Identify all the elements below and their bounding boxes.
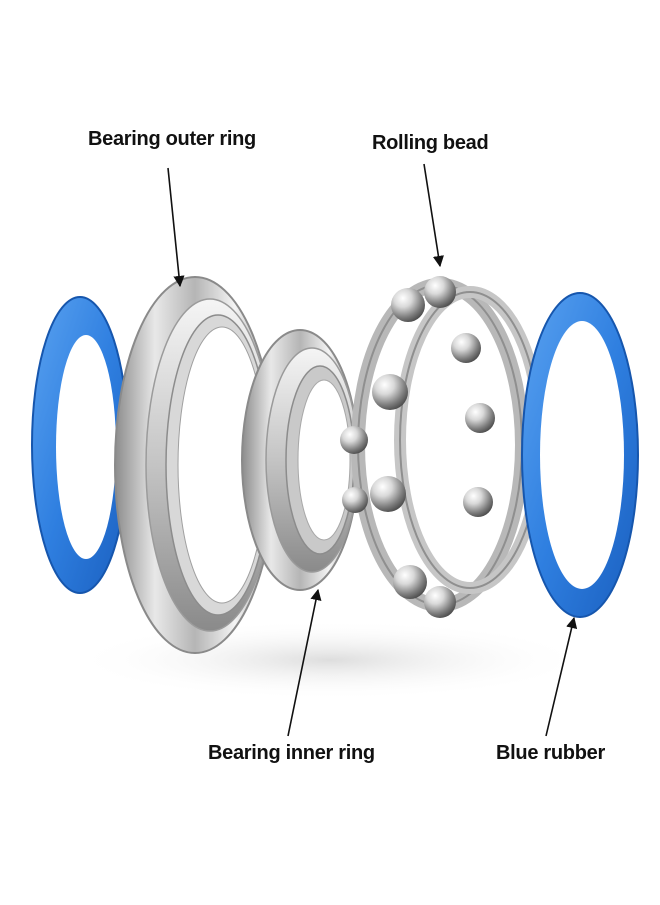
- blue-rubber-left: [31, 296, 129, 594]
- blue-rubber-right: [521, 292, 639, 618]
- arrow-outer-ring: [167, 167, 185, 288]
- ball: [372, 374, 408, 410]
- ball: [465, 403, 495, 433]
- rolling-bead-cage: [340, 276, 546, 618]
- arrow-blue-rubber: [545, 616, 578, 737]
- ball: [391, 288, 425, 322]
- ball: [424, 276, 456, 308]
- label-rolling-bead: Rolling bead: [372, 132, 489, 154]
- label-blue-rubber: Blue rubber: [496, 742, 605, 764]
- bearing-inner-ring: [241, 329, 359, 591]
- label-bearing-outer-ring: Bearing outer ring: [88, 128, 256, 150]
- ball: [340, 426, 368, 454]
- arrow-inner-ring: [287, 588, 322, 737]
- ball: [424, 586, 456, 618]
- arrow-rolling-bead: [423, 163, 444, 268]
- floor-shadow: [70, 620, 590, 700]
- ball: [370, 476, 406, 512]
- ball: [393, 565, 427, 599]
- label-bearing-inner-ring: Bearing inner ring: [208, 742, 375, 764]
- ball: [342, 487, 368, 513]
- bearing-outer-ring: [114, 276, 276, 654]
- ball: [463, 487, 493, 517]
- ball: [451, 333, 481, 363]
